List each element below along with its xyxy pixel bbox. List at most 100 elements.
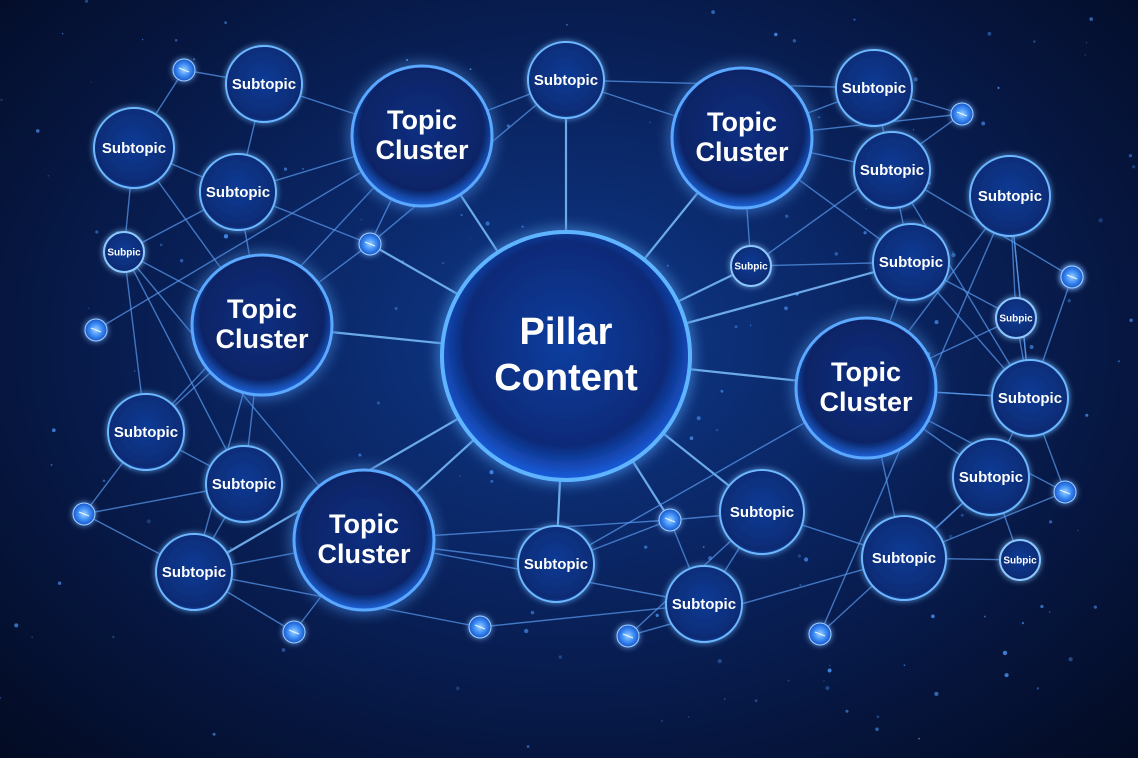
dot-highlight (364, 241, 376, 247)
subtopic-node: Subtopic (835, 49, 913, 127)
sparkle (1077, 529, 1079, 532)
node-label: Subtopic (842, 80, 906, 97)
sparkle (174, 38, 178, 42)
sparkle (84, 0, 89, 3)
sparkle (521, 225, 524, 228)
subtopic-node: Subpic (995, 297, 1037, 339)
subtopic-node: Subtopic (861, 515, 947, 601)
subtopic-node: Subtopic (969, 155, 1051, 237)
dot-highlight (1066, 274, 1078, 280)
node-circle (969, 155, 1051, 237)
dot-highlight (814, 631, 826, 637)
sparkle (687, 715, 690, 718)
sparkle (1128, 154, 1133, 158)
sparkle (928, 182, 931, 185)
edge-s18-s8 (891, 169, 1031, 399)
sparkle (526, 745, 530, 748)
sparkle (825, 686, 830, 691)
sparkle (283, 167, 288, 171)
sparkle (903, 664, 906, 666)
sparkle (720, 389, 724, 393)
sparkle (1085, 42, 1088, 44)
sparkle (61, 32, 64, 35)
sparkle (702, 546, 705, 548)
subtopic-node: Subtopic (107, 393, 185, 471)
subtopic-node: Subtopic (527, 41, 605, 119)
node-label: Subtopic (524, 556, 588, 573)
dot-highlight (622, 633, 634, 639)
sparkle (31, 636, 33, 638)
node-label: Subtopic (879, 254, 943, 271)
subtopic-node: Subtopic (853, 131, 931, 209)
sparkle (193, 58, 196, 61)
sparkle (918, 737, 920, 740)
sparkle (799, 583, 802, 586)
node-circle (527, 41, 605, 119)
node-circle (991, 359, 1069, 437)
node-label: Subtopic (232, 76, 296, 93)
sparkle (823, 680, 825, 682)
sparkle (997, 86, 1000, 89)
node-label: Subpic (107, 248, 141, 259)
node-circle (835, 49, 913, 127)
sparkle (360, 219, 362, 221)
sparkle (853, 18, 856, 21)
sparkle (460, 213, 463, 217)
sparkle (787, 679, 790, 682)
subtopic-node: Subtopic (665, 565, 743, 643)
node-circle (155, 533, 233, 611)
sparkle (951, 252, 956, 258)
node-label: Cluster (819, 387, 913, 417)
node-circle (853, 131, 931, 209)
sparkle (717, 659, 722, 664)
sparkle (57, 581, 62, 585)
sparkle (1129, 318, 1133, 322)
sparkle (666, 264, 669, 267)
sparkle (376, 401, 381, 405)
node-label: Cluster (375, 135, 469, 165)
sparkle (1048, 520, 1053, 524)
node-circle (440, 230, 692, 482)
subtopic-node: Subpic (103, 231, 145, 273)
node-label: Subtopic (730, 504, 794, 521)
sparkle (159, 243, 163, 247)
sparkle (829, 664, 831, 667)
glow-dot-node (468, 615, 492, 639)
sparkle (912, 129, 915, 131)
edge-m1-s6 (123, 251, 245, 485)
sparkle (797, 554, 801, 558)
dot-highlight (178, 67, 190, 73)
node-circle (794, 316, 938, 460)
node-label: Subtopic (114, 424, 178, 441)
sparkle (95, 230, 99, 234)
dot-highlight (90, 327, 102, 333)
sparkle (987, 31, 992, 36)
node-circle (995, 297, 1037, 339)
sparkle (1117, 360, 1120, 363)
node-label: Cluster (317, 539, 411, 569)
sparkle (1004, 673, 1009, 678)
sparkle (281, 648, 286, 652)
sparkle (983, 615, 986, 618)
subtopic-node: Subtopic (872, 223, 950, 301)
sparkle (960, 513, 964, 517)
node-label: Subtopic (672, 596, 736, 613)
node-circle (952, 438, 1030, 516)
sparkle (774, 32, 778, 37)
sparkle (405, 58, 409, 62)
sparkle (566, 24, 568, 26)
sparkle (1098, 218, 1103, 223)
sparkle (524, 628, 529, 634)
node-circle (999, 539, 1041, 581)
sparkle (696, 416, 701, 421)
sparkle (644, 545, 648, 549)
sparkle (47, 174, 50, 177)
sparkle (1021, 621, 1025, 625)
sparkle (134, 370, 136, 372)
node-label: Subtopic (534, 72, 598, 89)
